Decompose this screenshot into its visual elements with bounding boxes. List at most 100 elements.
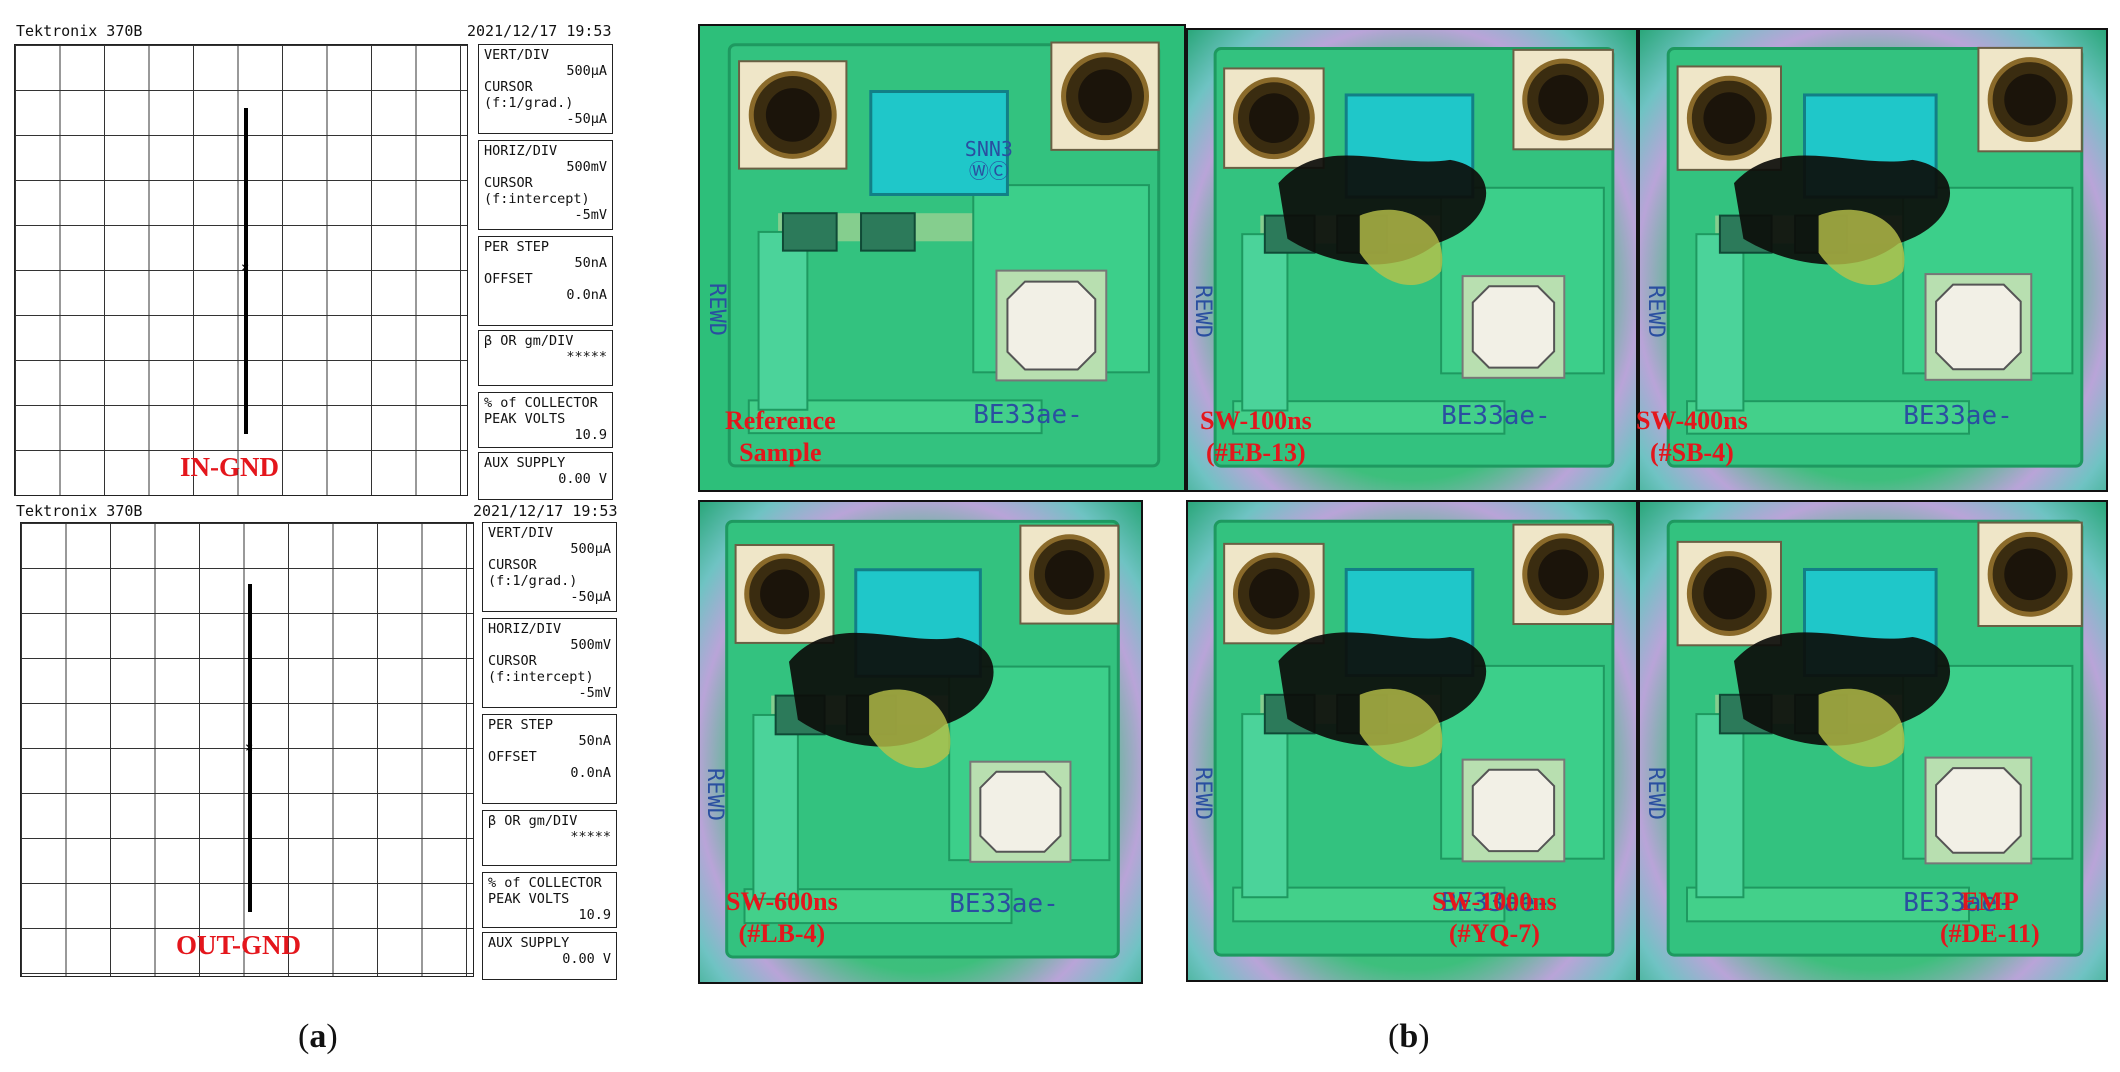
melted-metal: [1818, 209, 1905, 286]
readout-line: PER STEP: [484, 239, 550, 255]
readout-line: OFFSET: [488, 749, 537, 765]
readout-line: -50µA: [570, 589, 611, 605]
chip-micrograph: BE33ae-REWD: [1186, 500, 1638, 982]
chip-micrograph: BE33ae- REWD: [1638, 500, 2108, 982]
bond-ball-core: [1078, 69, 1132, 124]
scope-timestamp: 2021/12/17 19:53: [467, 22, 612, 40]
readout-line: % of COLLECTOR: [484, 395, 598, 411]
readout-line: VERT/DIV: [484, 47, 550, 63]
melted-metal: [1818, 688, 1905, 767]
bond-ball-core: [1538, 549, 1589, 600]
bond-ball-core: [2004, 73, 2056, 126]
readout-line: PER STEP: [488, 717, 554, 733]
melted-metal: [1359, 209, 1443, 286]
metal-trace: [757, 230, 809, 411]
bond-ball-core: [1249, 93, 1299, 144]
chip-drawing: [1666, 519, 2084, 957]
sample-label-line: SW-1000ns: [1432, 887, 1557, 916]
readout-line: CURSOR: [488, 653, 537, 669]
chip-drawing: [727, 41, 1161, 468]
octagon-pad: [1935, 283, 2022, 371]
bond-ball-core: [760, 569, 810, 619]
readout-line: HORIZ/DIV: [484, 143, 558, 159]
sample-label-line: (#DE-11): [1940, 919, 2040, 948]
chip-micrograph: BE33ae- REWD: [1638, 28, 2108, 492]
caption-a-letter: a: [309, 1018, 327, 1055]
caption-b-letter: b: [1399, 1018, 1419, 1055]
chip-side-text: REWD: [1190, 285, 1216, 339]
sample-label-line: SW-600ns: [726, 887, 838, 916]
melted-metal: [869, 689, 951, 769]
readout-line: AUX SUPPLY: [484, 455, 566, 471]
chip-marking-text: BE33ae-: [1441, 401, 1551, 432]
readout-line: 500mV: [566, 159, 607, 175]
scope-timestamp: 2021/12/17 19:53: [473, 502, 618, 520]
bond-ball-core: [1703, 92, 1756, 145]
readout-line: 10.9: [574, 427, 607, 443]
metal-trace: [1686, 886, 1970, 923]
readout-line: OFFSET: [484, 271, 533, 287]
scope-instrument-name: Tektronix 370B: [16, 502, 143, 520]
readout-line: 0.00 V: [562, 951, 611, 967]
readout-line: 500µA: [570, 541, 611, 557]
sample-label-line: (#SB-4): [1649, 438, 1734, 467]
bond-ball-core: [1538, 74, 1589, 125]
cyan-capacitor: [869, 90, 1009, 196]
chip-logo-text: SNN3 ⓌⒸ: [964, 137, 1013, 184]
scope-graticule: [14, 44, 468, 496]
sample-label-line: (#EB-13): [1206, 438, 1306, 467]
readout-line: -5mV: [574, 207, 607, 223]
readout-line: HORIZ/DIV: [488, 621, 562, 637]
chip-marking-text: BE33ae-: [1903, 401, 2013, 432]
chip-side-text: REWD: [704, 283, 730, 337]
sample-label-line: Sample: [739, 438, 822, 467]
readout-line: 0.00 V: [558, 471, 607, 487]
chip-marking-text: BE33ae-: [1903, 887, 2013, 918]
metal-trace: [1241, 713, 1289, 899]
sample-label: SW-600ns(#LB-4): [726, 886, 838, 950]
octagon-pad: [1471, 285, 1556, 369]
readout-line: % of COLLECTOR: [488, 875, 602, 891]
metal-trace: [1695, 713, 1745, 899]
sample-label: SW-400ns(#SB-4): [1636, 405, 1748, 469]
iv-trace: [244, 108, 248, 434]
chip-micrograph: BE33ae- REWD SNN3 ⓌⒸ: [698, 24, 1186, 492]
readout-line: PEAK VOLTS: [488, 891, 570, 907]
readout-line: CURSOR: [488, 557, 537, 573]
metal-trace: [752, 713, 799, 900]
sample-label-line: Reference: [725, 406, 836, 435]
chip-side-text: REWD: [1190, 767, 1216, 821]
readout-line: 50nA: [574, 255, 607, 271]
chip-side-text: REWD: [701, 768, 727, 822]
bond-ball-core: [1703, 567, 1756, 620]
octagon-pad: [1935, 767, 2022, 854]
metal-trace: [1241, 233, 1289, 412]
bond-ball-core: [765, 88, 820, 142]
readout-line: PEAK VOLTS: [484, 411, 566, 427]
caption-b: (b): [1388, 1018, 1430, 1055]
readout-line: β OR gm/DIV: [484, 333, 574, 349]
readout-line: -50µA: [566, 111, 607, 127]
readout-line: *****: [566, 349, 607, 365]
chip-marking-text: BE33ae-: [973, 400, 1083, 431]
octagon-pad: [1006, 280, 1097, 371]
bond-ball-core: [1249, 568, 1299, 619]
chip-drawing: [725, 519, 1120, 959]
readout-line: -5mV: [578, 685, 611, 701]
readout-line: β OR gm/DIV: [488, 813, 578, 829]
scope-readout-box: β OR gm/DIV*****: [482, 810, 617, 866]
chip-side-text: REWD: [1643, 285, 1669, 339]
transistor-cell: [781, 212, 838, 252]
melted-metal: [1359, 688, 1443, 767]
chip-side-text: REWD: [1643, 767, 1669, 821]
octagon-pad: [979, 770, 1062, 853]
transistor-cell: [860, 212, 916, 252]
